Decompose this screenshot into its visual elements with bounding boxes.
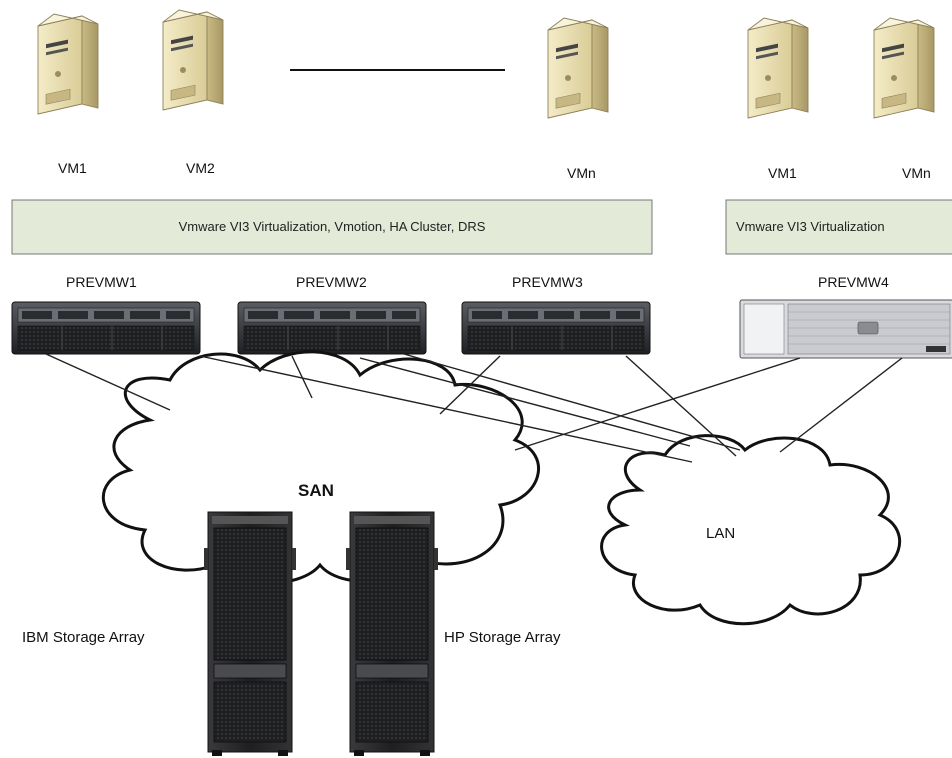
single-virtualization-layer [725,199,952,255]
cluster-virtualization-layer [11,199,653,255]
host2-rack-server-icon [237,301,427,355]
lan-cloud [600,434,902,626]
vmn-label: VMn [567,165,596,181]
vmn-host4-label: VMn [902,165,931,181]
vmn-server-icon [547,17,609,119]
vm1-host4-server-icon [747,17,809,119]
cluster-virtualization-label: Vmware VI3 Virtualization, Vmotion, HA C… [179,219,486,234]
hp-storage-array-icon [345,511,439,757]
network-connections [45,353,903,463]
vm2-server-icon [162,9,224,111]
host4-server-icon [739,299,952,359]
san-label: SAN [298,481,334,500]
vm1-server-icon [37,13,99,115]
hp-storage-label: HP Storage Array [444,629,561,646]
host1-rack-server-icon [11,301,201,355]
ibm-storage-label: IBM Storage Array [22,629,145,646]
vm2-label: VM2 [186,160,215,176]
lan-label: LAN [706,525,735,542]
host3-label: PREVMW3 [512,274,583,290]
san-cloud [101,350,541,586]
host1-label: PREVMW1 [66,274,137,290]
vm1-label: VM1 [58,160,87,176]
ibm-storage-array-icon [203,511,297,757]
host4-label: PREVMW4 [818,274,889,290]
vm1-host4-label: VM1 [768,165,797,181]
host3-rack-server-icon [461,301,651,355]
single-virtualization-label: Vmware VI3 Virtualization [736,219,885,234]
host2-label: PREVMW2 [296,274,367,290]
vmn-host4-server-icon [873,17,935,119]
